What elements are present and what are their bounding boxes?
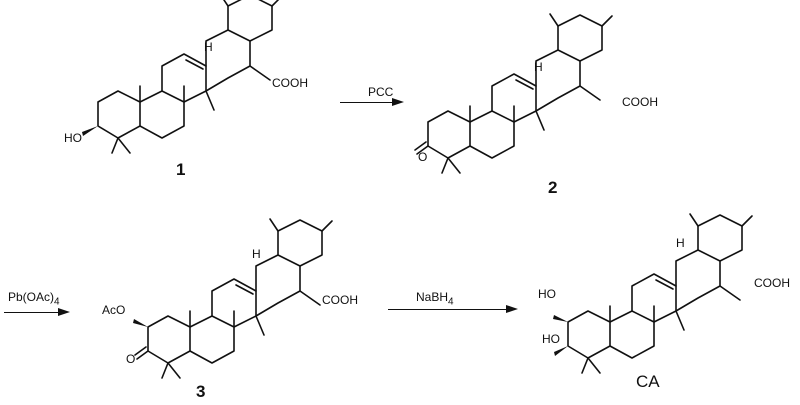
compound-ca-hydroxyl-b-label: HO bbox=[542, 332, 560, 346]
arrow-pcc-line bbox=[340, 102, 394, 103]
reagent-pcc: PCC bbox=[368, 85, 394, 99]
compound-ca-acid-label: COOH bbox=[754, 276, 790, 290]
arrow-pcc-head bbox=[392, 98, 404, 106]
compound-ca-number: CA bbox=[636, 372, 660, 391]
compound-ca-hydroxyl-a-label: HO bbox=[538, 287, 556, 301]
compound-2-number: 2 bbox=[548, 178, 558, 197]
compound-2-acid-label: COOH bbox=[622, 95, 658, 109]
compound-3-h-label: H bbox=[252, 247, 261, 261]
arrow-pboac-head bbox=[58, 308, 70, 316]
compound-3-acetoxy-label: AcO bbox=[102, 303, 126, 317]
arrow-pboac-line bbox=[4, 312, 60, 313]
compound-1-h-label: H bbox=[204, 40, 213, 54]
reagent-nabh4: NaBH4 bbox=[416, 290, 454, 308]
compound-1-hydroxyl-label: HO bbox=[64, 131, 82, 145]
compound-3-acid-label: COOH bbox=[322, 293, 358, 307]
compound-3-ketone-label: O bbox=[126, 352, 136, 366]
arrow-nabh4-line bbox=[388, 309, 508, 310]
reagent-pboac: Pb(OAc)4 bbox=[8, 290, 60, 308]
compound-1-number: 1 bbox=[176, 160, 186, 179]
compound-2-ketone-label: O bbox=[418, 150, 428, 164]
compound-ca-h-label: H bbox=[676, 236, 685, 250]
compound-1-acid-label: COOH bbox=[272, 76, 308, 90]
arrow-nabh4-head bbox=[506, 305, 518, 313]
compound-3-number: 3 bbox=[196, 382, 206, 401]
compound-2-h-label: H bbox=[534, 60, 543, 74]
